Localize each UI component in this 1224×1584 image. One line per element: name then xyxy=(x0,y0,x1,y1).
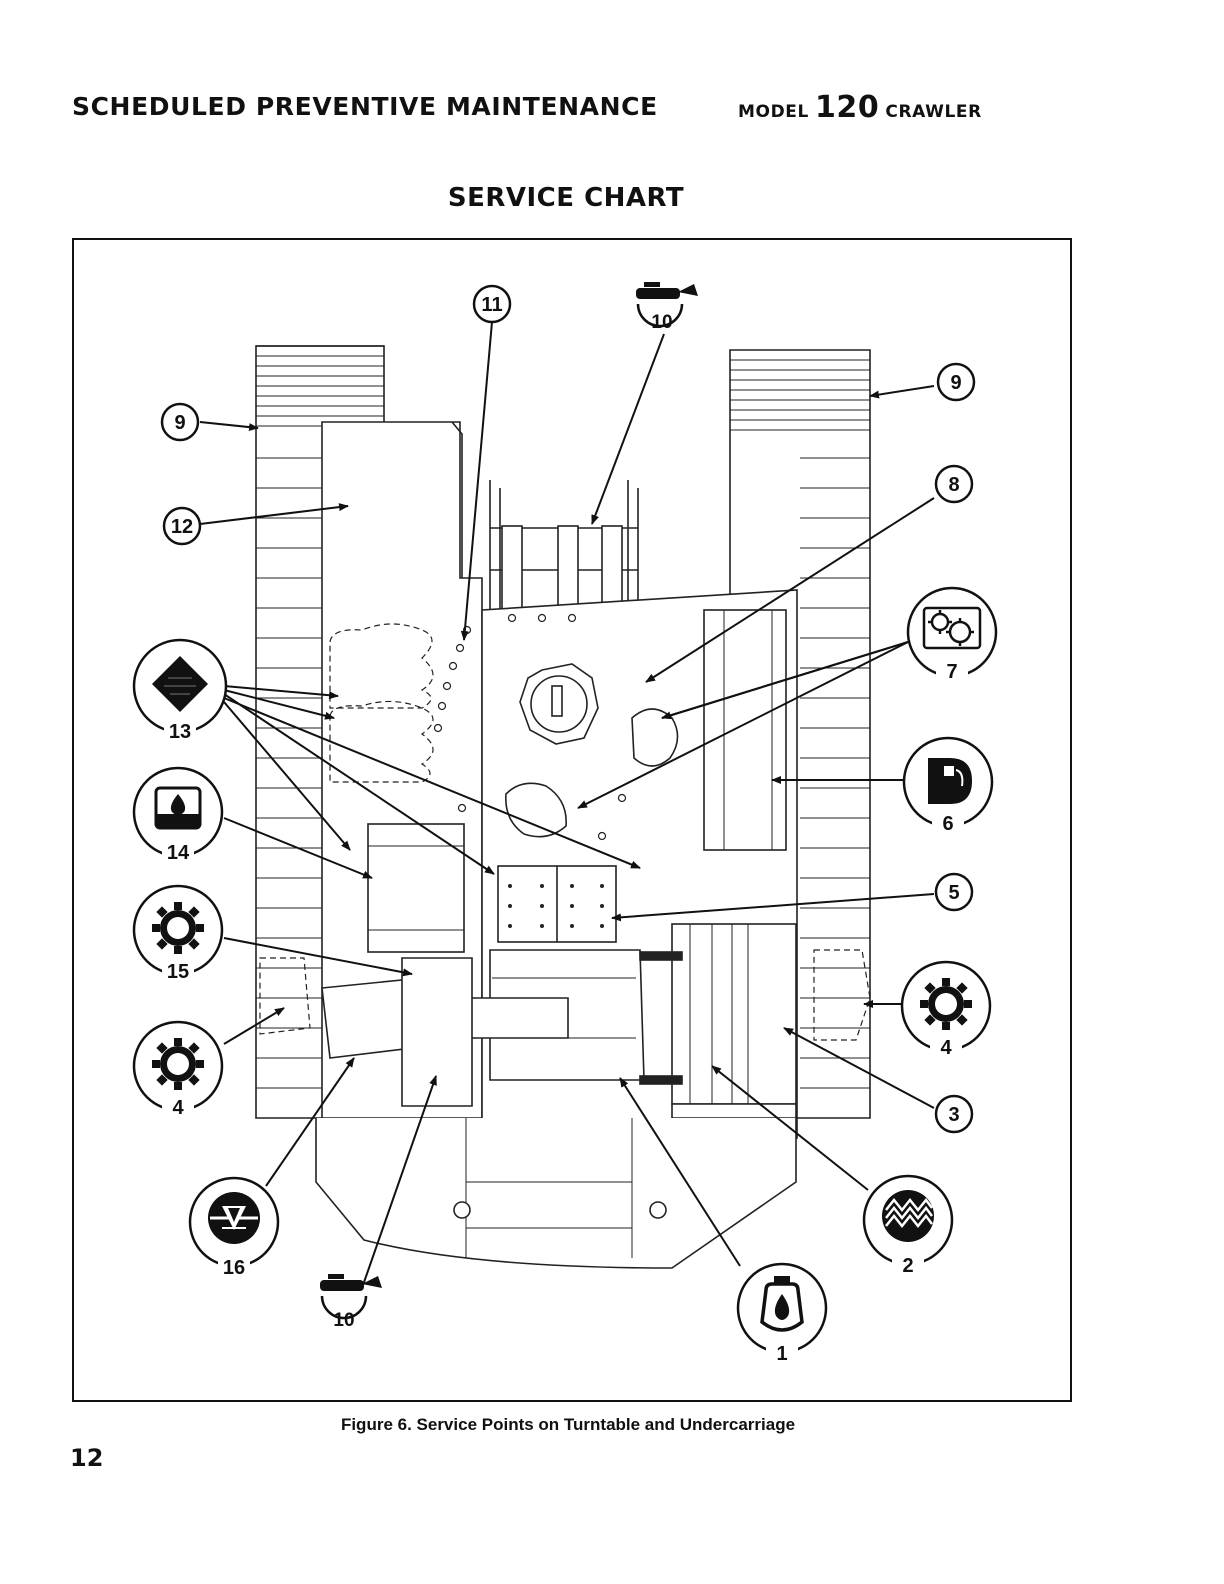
callout-14-number: 14 xyxy=(167,842,190,864)
page-number: 12 xyxy=(70,1444,103,1472)
figure-caption: Figure 6. Service Points on Turntable an… xyxy=(0,1415,1136,1435)
callout-8-number: 8 xyxy=(948,474,959,496)
service-diagram: 11 9 9 12 8 5 3 10 xyxy=(72,238,1072,1402)
callout-9-right: 9 xyxy=(938,364,974,400)
grease-gun-icon xyxy=(636,282,698,299)
grease-gun-icon xyxy=(320,1274,382,1291)
callout-7-number: 7 xyxy=(946,661,957,683)
callout-16: 16 xyxy=(190,1178,278,1279)
callout-11-number: 11 xyxy=(481,294,502,316)
callout-3-number: 3 xyxy=(948,1104,959,1126)
callout-7: 7 xyxy=(908,588,996,683)
callout-5-number: 5 xyxy=(948,882,959,904)
callout-4-right: 4 xyxy=(902,962,990,1059)
callout-1-number: 1 xyxy=(776,1343,787,1365)
callout-10-bottom-number: 10 xyxy=(333,1310,354,1331)
callout-6-number: 6 xyxy=(942,813,953,835)
header-model: MODEL 120 CRAWLER xyxy=(738,90,982,125)
callout-14: 14 xyxy=(134,768,222,864)
callout-2: 2 xyxy=(864,1176,952,1277)
callout-10-top-number: 10 xyxy=(651,312,672,333)
drain-icon xyxy=(208,1192,260,1244)
callout-16-number: 16 xyxy=(223,1257,245,1279)
callout-3: 3 xyxy=(936,1096,972,1132)
callout-10-bottom: 10 xyxy=(320,1274,382,1331)
hydraulic-reservoir-icon xyxy=(156,788,200,828)
coolant-icon xyxy=(882,1190,934,1242)
callout-8: 8 xyxy=(936,466,972,502)
gear-lube-icon xyxy=(152,1038,204,1090)
gear-lube-icon xyxy=(152,902,204,954)
model-word: MODEL xyxy=(738,102,809,122)
crawler-word: CRAWLER xyxy=(885,102,981,122)
callout-9-left-number: 9 xyxy=(174,412,185,434)
callout-2-number: 2 xyxy=(902,1255,913,1277)
callout-11: 11 xyxy=(474,286,510,322)
callout-4-right-number: 4 xyxy=(940,1037,952,1059)
callout-15: 15 xyxy=(134,886,222,983)
callout-5: 5 xyxy=(936,874,972,910)
callout-6: 6 xyxy=(904,738,992,835)
chart-title: SERVICE CHART xyxy=(0,183,1132,213)
model-number: 120 xyxy=(815,90,879,125)
callout-13-number: 13 xyxy=(169,721,191,743)
rear-frame xyxy=(316,1118,796,1268)
callout-12-number: 12 xyxy=(171,516,193,538)
callout-9-right-number: 9 xyxy=(950,372,961,394)
header-title: SCHEDULED PREVENTIVE MAINTENANCE xyxy=(72,92,658,121)
callout-12: 12 xyxy=(164,508,200,544)
callout-9-left: 9 xyxy=(162,404,198,440)
callout-1: 1 xyxy=(738,1264,826,1365)
callout-4-left-number: 4 xyxy=(172,1097,184,1119)
machine-drawing xyxy=(256,346,870,1268)
engine-oil-icon xyxy=(762,1276,802,1330)
callout-15-number: 15 xyxy=(167,961,189,983)
gear-lube-icon xyxy=(920,978,972,1030)
fuel-icon xyxy=(928,758,972,804)
callout-4-left: 4 xyxy=(134,1022,222,1119)
fuel-tank xyxy=(704,610,786,850)
callout-10-top: 10 xyxy=(636,282,698,333)
callout-13: 13 xyxy=(134,640,226,743)
